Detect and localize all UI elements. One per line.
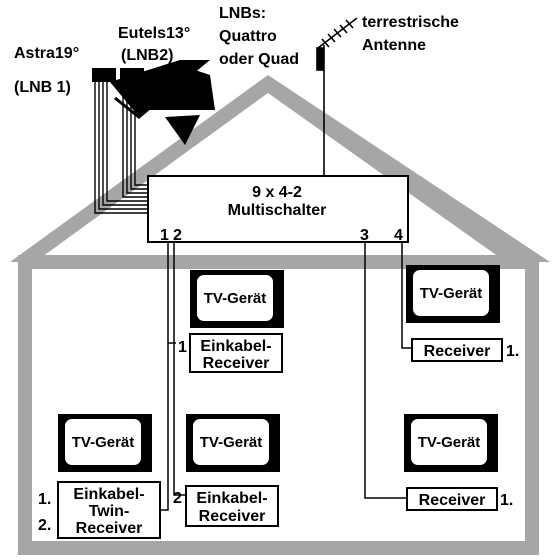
lnb-cables (94, 82, 148, 214)
einkabel-receiver-box-upper (189, 333, 283, 373)
tv-icon (406, 265, 500, 323)
lnbs-line2: Quattro (219, 28, 277, 45)
port-3-label: 3 (360, 227, 369, 244)
multiswitch-title: 9 x 4-2 (252, 184, 302, 201)
terrestrial-label-line1: terrestrische (362, 14, 459, 31)
port-1-label: 1 (160, 227, 169, 244)
terrestrial-label-line2: Antenne (362, 37, 426, 54)
astra-label: Astra19° (14, 45, 79, 62)
tv-label-lower-middle: TV-Gerät (200, 434, 263, 451)
output-cables (160, 242, 412, 511)
receiver-upper-right-label: Receiver (424, 343, 491, 360)
eutels-label: Eutels13° (118, 25, 190, 42)
tv-label-lower-left: TV-Gerät (72, 434, 135, 451)
einkabel-receiver-lower-line2: Receiver (199, 508, 266, 525)
einkabel-receiver-upper-number: 1 (178, 339, 187, 356)
twin-receiver-number-1: 1. (38, 491, 51, 508)
twin-receiver-line1: Einkabel- (73, 486, 144, 503)
tv-icon (186, 414, 280, 472)
twin-receiver-line3: Receiver (76, 520, 143, 537)
einkabel-receiver-lower-line1: Einkabel- (196, 490, 267, 507)
tv-label-upper-middle: TV-Gerät (204, 290, 267, 307)
receiver-upper-right-number: 1. (506, 343, 519, 360)
tv-label-upper-right: TV-Gerät (420, 285, 483, 302)
tv-label-lower-right: TV-Gerät (418, 434, 481, 451)
house-walls (18, 255, 539, 555)
house-roof (10, 75, 550, 262)
lnbs-line3: oder Quad (219, 51, 299, 68)
twin-receiver-line2: Twin- (89, 503, 130, 520)
einkabel-receiver-box-lower (185, 485, 279, 527)
astra-sub-label: (LNB 1) (14, 79, 71, 96)
antenna-icon (316, 17, 358, 178)
twin-receiver-box (57, 481, 161, 539)
receiver-lower-right-label: Receiver (419, 492, 486, 509)
multiswitch-box (147, 175, 409, 243)
lnbs-title: LNBs: (219, 5, 266, 22)
tv-icon (404, 414, 498, 472)
receiver-lower-right-number: 1. (500, 492, 513, 509)
eutels-sub-label: (LNB2) (121, 47, 173, 64)
receiver-box-upper-right (411, 338, 503, 362)
twin-receiver-number-2: 2. (38, 517, 51, 534)
port-4-label: 4 (394, 227, 403, 244)
multiswitch-subtitle: Multischalter (228, 202, 327, 219)
einkabel-receiver-upper-line1: Einkabel- (200, 338, 271, 355)
tv-icon (58, 414, 152, 472)
tv-icon (190, 270, 284, 328)
port-2-label: 2 (173, 227, 182, 244)
einkabel-receiver-lower-number: 2 (173, 490, 182, 507)
einkabel-receiver-upper-line2: Receiver (203, 355, 270, 372)
receiver-box-lower-right (406, 487, 498, 511)
